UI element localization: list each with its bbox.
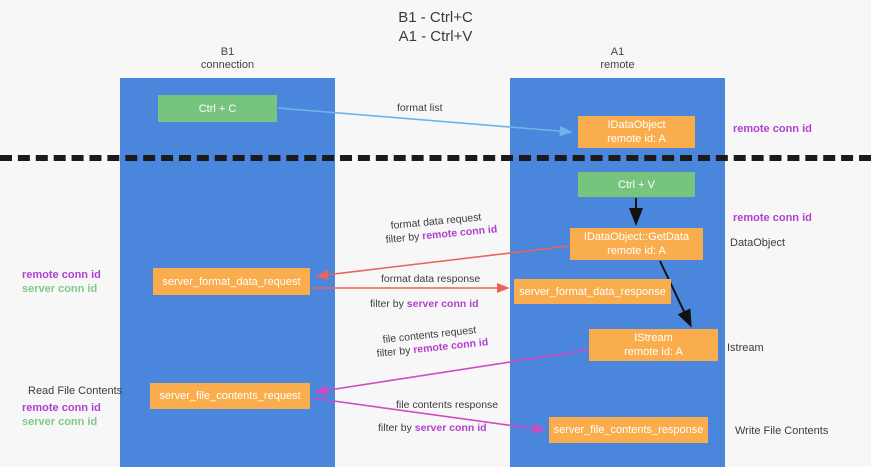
edge-label-file-contents-response: file contents response bbox=[396, 399, 499, 411]
phase-separator bbox=[0, 155, 871, 161]
side-label-remote-conn-id-top: remote conn id bbox=[733, 123, 812, 135]
side-label-istream: Istream bbox=[727, 342, 764, 354]
filter-prefix: filter by bbox=[376, 344, 414, 360]
side-label-write-file-contents: Write File Contents bbox=[735, 425, 829, 437]
node-istream[interactable]: IStream remote id: A bbox=[589, 329, 718, 361]
lane-header-b1: B1 connection bbox=[120, 46, 335, 72]
title-line-1: B1 - Ctrl+C bbox=[398, 9, 473, 26]
node-getdata-line1: IDataObject::GetData bbox=[583, 231, 690, 243]
filter-prefix: filter by bbox=[385, 230, 423, 246]
title-line-2: A1 - Ctrl+V bbox=[398, 28, 473, 45]
node-server-format-data-request[interactable]: server_format_data_request bbox=[153, 268, 310, 295]
node-server-format-data-response-label: server_format_data_response bbox=[519, 285, 666, 298]
node-server-file-contents-response-label: server_file_contents_response bbox=[553, 424, 704, 436]
lane-b1-name: B1 bbox=[220, 46, 235, 58]
side-label-read-file-contents: Read File Contents bbox=[28, 385, 123, 397]
node-idataobject[interactable]: IDataObject remote id: A bbox=[578, 116, 695, 148]
node-idataobject-line1: IDataObject bbox=[607, 119, 666, 131]
node-server-file-contents-request[interactable]: server_file_contents_request bbox=[150, 383, 310, 409]
filter-prefix: filter by bbox=[378, 422, 415, 434]
side-label-server-conn-id-2: server conn id bbox=[22, 416, 98, 428]
edge-label-format-data-response: format data response bbox=[381, 273, 481, 285]
node-istream-line1: IStream bbox=[634, 332, 673, 344]
node-ctrl-v[interactable]: Ctrl + V bbox=[578, 172, 695, 197]
filter-prefix: filter by bbox=[370, 298, 407, 310]
node-getdata-line2: remote id: A bbox=[607, 245, 666, 257]
filter-key-server-conn-id: server conn id bbox=[414, 422, 487, 434]
page-title: B1 - Ctrl+C A1 - Ctrl+V bbox=[0, 8, 871, 46]
side-label-remote-conn-id-1: remote conn id bbox=[22, 269, 101, 281]
node-server-file-contents-response[interactable]: server_file_contents_response bbox=[549, 417, 708, 443]
side-label-remote-conn-id-2: remote conn id bbox=[22, 402, 101, 414]
node-server-format-data-response[interactable]: server_format_data_response bbox=[514, 279, 671, 304]
side-label-server-conn-id-1: server conn id bbox=[22, 283, 98, 295]
side-label-conn-ids-format: remote conn id server conn id bbox=[22, 268, 101, 296]
side-label-remote-conn-id-mid: remote conn id bbox=[733, 212, 812, 224]
node-istream-line2: remote id: A bbox=[624, 346, 683, 358]
filter-key-server-conn-id: server conn id bbox=[406, 298, 479, 310]
edge-label-format-list: format list bbox=[397, 102, 443, 114]
node-ctrl-c[interactable]: Ctrl + C bbox=[158, 95, 277, 122]
side-label-conn-ids-file: remote conn id server conn id bbox=[22, 401, 101, 429]
lane-header-a1: A1 remote bbox=[510, 46, 725, 72]
node-server-file-contents-request-label: server_file_contents_request bbox=[159, 390, 301, 402]
lane-a1-name: A1 bbox=[610, 46, 625, 58]
node-server-format-data-request-label: server_format_data_request bbox=[162, 275, 301, 288]
edge-label-file-contents-response-filter: filter by server conn id bbox=[378, 421, 487, 435]
lane-b1-role: connection bbox=[200, 59, 255, 71]
side-label-dataobject: DataObject bbox=[730, 237, 786, 249]
lane-a1-role: remote bbox=[600, 59, 635, 71]
node-ctrl-v-line1: Ctrl + V bbox=[618, 178, 655, 191]
node-idataobject-line2: remote id: A bbox=[607, 133, 666, 145]
node-ctrl-c-line1: Ctrl + C bbox=[198, 102, 237, 115]
edge-label-format-data-response-filter: filter by server conn id bbox=[370, 297, 479, 311]
node-idataobject-getdata[interactable]: IDataObject::GetData remote id: A bbox=[570, 228, 703, 260]
